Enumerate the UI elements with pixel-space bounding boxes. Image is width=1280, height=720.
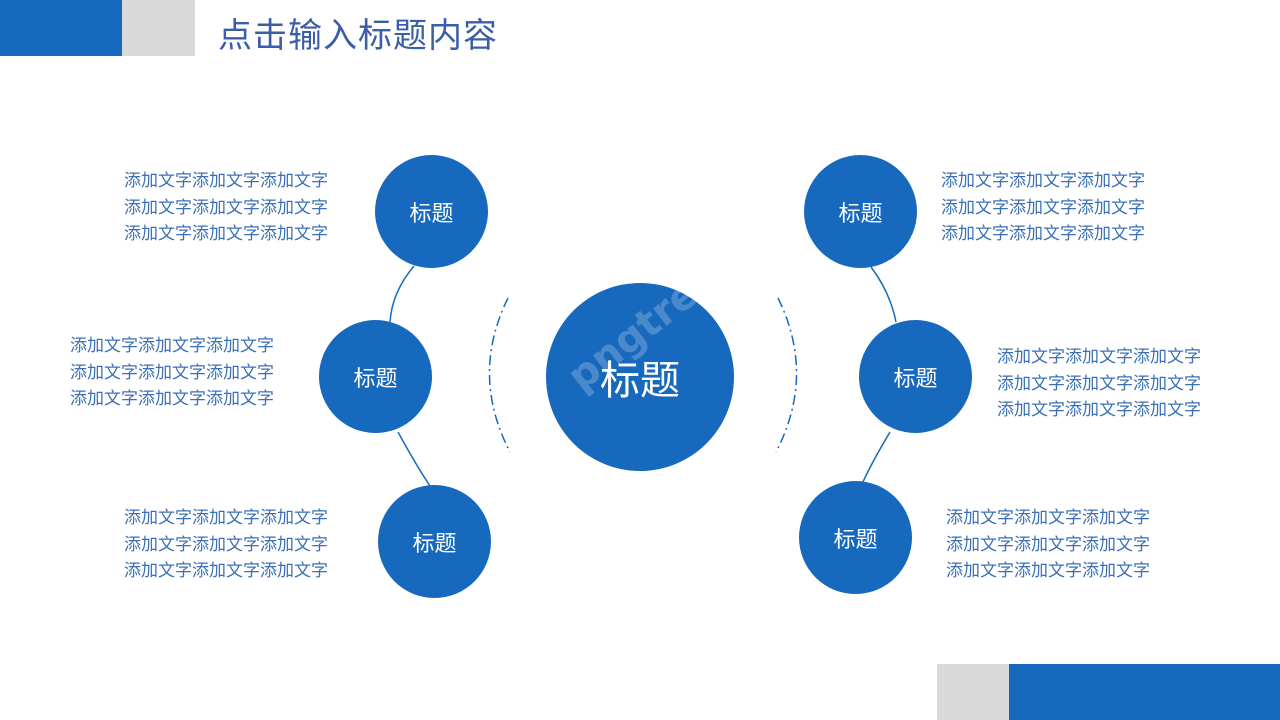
node-right-top[interactable]: 标题 xyxy=(804,155,917,268)
text-line: 添加文字添加文字添加文字 xyxy=(997,373,1201,394)
right-top-connector xyxy=(870,266,897,323)
center-circle[interactable]: 标题 xyxy=(546,283,734,471)
text-block-right-mid[interactable]: 添加文字添加文字添加文字 添加文字添加文字添加文字 添加文字添加文字添加文字 xyxy=(997,344,1201,424)
node-left-top[interactable]: 标题 xyxy=(375,155,488,268)
left-top-connector xyxy=(389,265,415,323)
text-line: 添加文字添加文字添加文字 xyxy=(941,197,1145,218)
text-line: 添加文字添加文字添加文字 xyxy=(941,171,1145,191)
text-line: 添加文字添加文字添加文字 xyxy=(70,389,274,409)
text-line: 添加文字添加文字添加文字 xyxy=(70,336,274,356)
text-line: 添加文字添加文字添加文字 xyxy=(946,534,1150,555)
right-dashed-arc xyxy=(775,297,798,453)
text-line: 添加文字添加文字添加文字 xyxy=(997,347,1201,367)
text-line: 添加文字添加文字添加文字 xyxy=(997,400,1201,420)
text-line: 添加文字添加文字添加文字 xyxy=(946,508,1150,528)
text-line: 添加文字添加文字添加文字 xyxy=(124,224,328,244)
corner-block-gray-top xyxy=(122,0,195,56)
text-line: 添加文字添加文字添加文字 xyxy=(124,561,328,581)
right-bottom-connector xyxy=(861,431,891,485)
node-right-bottom-label: 标题 xyxy=(833,527,878,553)
node-right-top-label: 标题 xyxy=(838,201,883,227)
text-line: 添加文字添加文字添加文字 xyxy=(70,362,274,383)
corner-block-gray-bottom xyxy=(937,664,1009,720)
left-bottom-connector xyxy=(397,431,431,487)
node-left-bottom-label: 标题 xyxy=(412,531,457,557)
page-title[interactable]: 点击输入标题内容 xyxy=(218,16,498,56)
text-block-left-mid[interactable]: 添加文字添加文字添加文字 添加文字添加文字添加文字 添加文字添加文字添加文字 xyxy=(70,333,274,413)
text-line: 添加文字添加文字添加文字 xyxy=(941,224,1145,244)
text-line: 添加文字添加文字添加文字 xyxy=(124,508,328,528)
node-left-bottom[interactable]: 标题 xyxy=(378,485,491,598)
corner-block-blue-bottom xyxy=(1009,664,1280,720)
text-block-left-bottom[interactable]: 添加文字添加文字添加文字 添加文字添加文字添加文字 添加文字添加文字添加文字 xyxy=(124,505,328,585)
text-line: 添加文字添加文字添加文字 xyxy=(946,561,1150,581)
left-dashed-arc xyxy=(488,297,511,453)
text-block-left-top[interactable]: 添加文字添加文字添加文字 添加文字添加文字添加文字 添加文字添加文字添加文字 xyxy=(124,168,328,248)
node-left-top-label: 标题 xyxy=(409,201,454,227)
text-line: 添加文字添加文字添加文字 xyxy=(124,171,328,191)
center-circle-label: 标题 xyxy=(600,358,680,404)
text-block-right-bottom[interactable]: 添加文字添加文字添加文字 添加文字添加文字添加文字 添加文字添加文字添加文字 xyxy=(946,505,1150,585)
text-block-right-top[interactable]: 添加文字添加文字添加文字 添加文字添加文字添加文字 添加文字添加文字添加文字 xyxy=(941,168,1145,248)
text-line: 添加文字添加文字添加文字 xyxy=(124,534,328,555)
node-right-mid-label: 标题 xyxy=(893,366,938,392)
node-right-mid[interactable]: 标题 xyxy=(859,320,972,433)
node-left-mid[interactable]: 标题 xyxy=(319,320,432,433)
node-right-bottom[interactable]: 标题 xyxy=(799,481,912,594)
text-line: 添加文字添加文字添加文字 xyxy=(124,197,328,218)
corner-block-blue-top xyxy=(0,0,122,56)
node-left-mid-label: 标题 xyxy=(353,366,398,392)
